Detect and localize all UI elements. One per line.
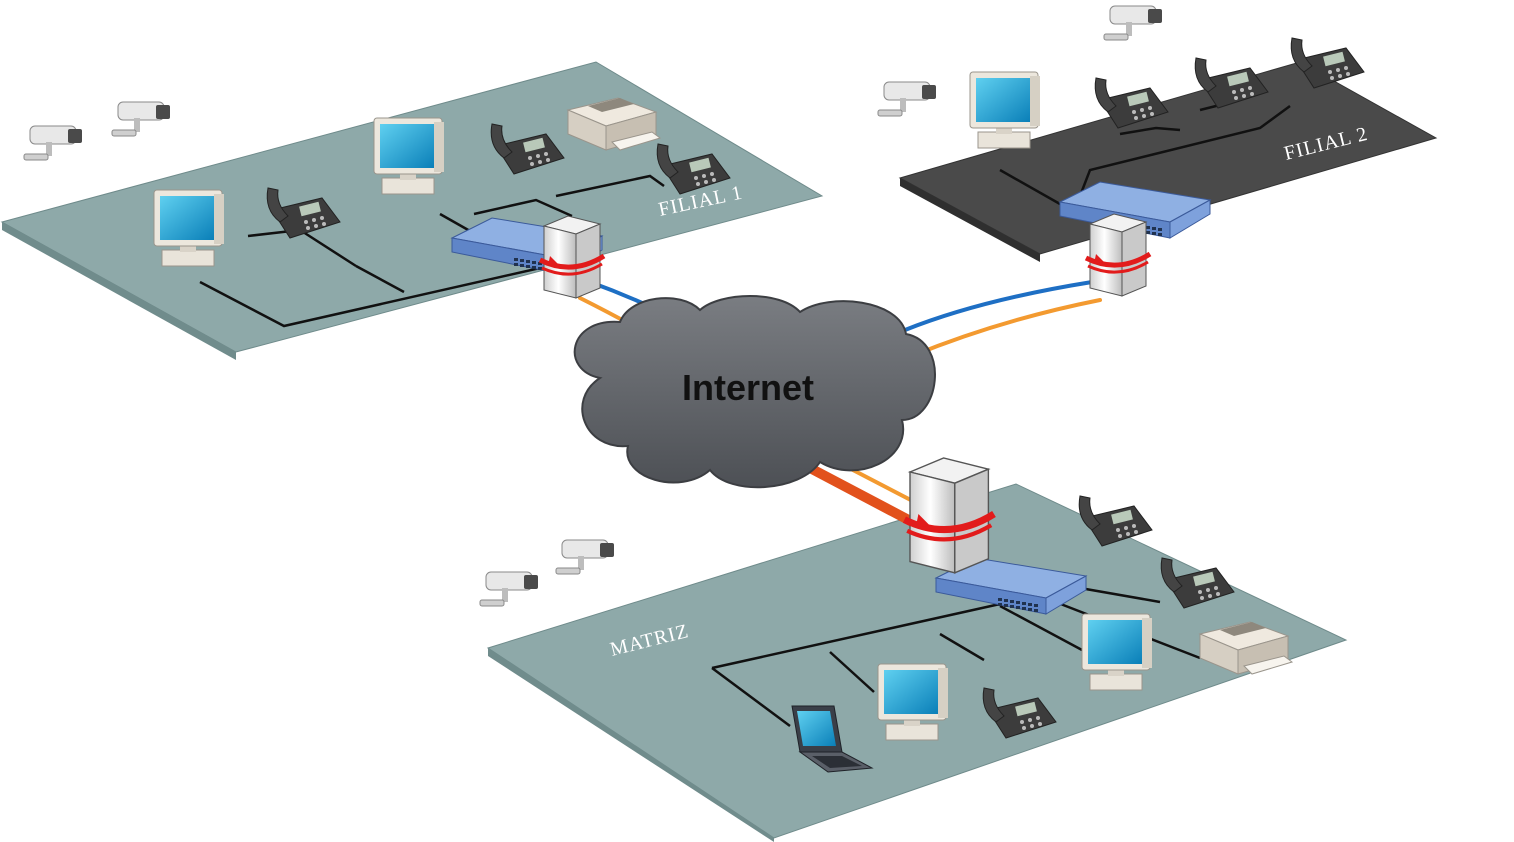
- matriz-platform: [486, 483, 1348, 842]
- cloud-icon: [573, 295, 936, 489]
- firewall-server-icon: [904, 458, 994, 573]
- security-camera-icon: [479, 571, 539, 607]
- security-camera-icon: [1103, 5, 1163, 41]
- desktop-computer-icon: [1081, 613, 1153, 691]
- desktop-computer-icon: [969, 71, 1041, 149]
- filial-2-platform: [898, 61, 1438, 262]
- internet-label: Internet: [682, 367, 814, 408]
- internet-cloud: Internet: [573, 295, 936, 489]
- security-camera-icon: [111, 101, 171, 137]
- desktop-computer-icon: [153, 189, 225, 267]
- firewall-server-icon: [540, 216, 604, 298]
- desktop-computer-icon: [373, 117, 445, 195]
- firewall-server-icon: [1086, 214, 1150, 296]
- security-camera-icon: [877, 81, 937, 117]
- desktop-computer-icon: [877, 663, 949, 741]
- security-camera-icon: [23, 125, 83, 161]
- security-camera-icon: [555, 539, 615, 575]
